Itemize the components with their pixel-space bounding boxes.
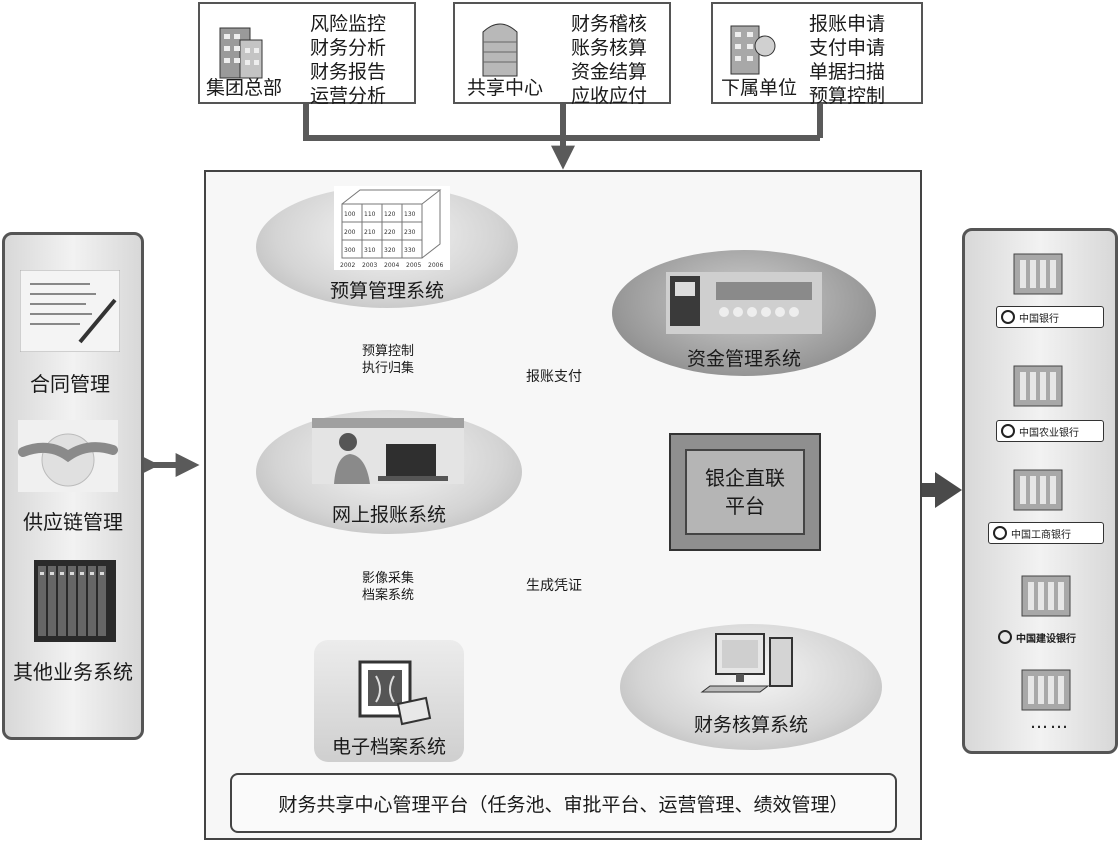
unit-function: 财务分析: [310, 37, 387, 59]
bank-building-icon: [1021, 669, 1071, 711]
unit-function: 风险监控: [310, 13, 387, 35]
payment-edge-label: 报账支付: [526, 369, 582, 385]
cube-value: 310: [364, 247, 376, 254]
cube-value: 210: [364, 229, 376, 236]
system-label: 合同管理: [30, 372, 110, 396]
unit-function: 账务核算: [571, 37, 648, 59]
connector-hq: [303, 104, 820, 141]
unit-headquarters: 集团总部 风险监控 财务分析 财务报告 运营分析: [198, 2, 416, 107]
bank-building-icon: [1021, 575, 1071, 617]
budget-link-label: 预算控制 执行归集: [356, 343, 420, 377]
bank-name-cn: 中国银行: [1019, 313, 1059, 325]
cube-value: 320: [384, 247, 396, 254]
bank-platform-line: 平台: [725, 494, 765, 518]
bank-building-icon: [1013, 253, 1063, 295]
bank-name-cn: 中国建设银行: [1016, 633, 1076, 645]
cube-value: 300: [344, 247, 356, 254]
reimbursement-system-label: 网上报账系统: [331, 504, 446, 526]
unit-function: 运营分析: [310, 85, 387, 107]
edge-label-line: 执行归集: [361, 361, 414, 376]
bank-logo: 中国银行: [996, 306, 1104, 328]
building-globe-icon: [730, 25, 776, 75]
office-worker-icon: [312, 418, 464, 484]
unit-shared-center: 共享中心 财务稽核 账务核算 资金结算 应收应付: [453, 2, 671, 107]
office-building-icon: [219, 27, 263, 79]
desktop-computer-icon: [700, 633, 793, 693]
unit-function: 支付申请: [809, 37, 886, 59]
cube-value: 110: [364, 211, 376, 218]
bank-building-icon: [1013, 469, 1063, 511]
unit-name: 共享中心: [467, 77, 544, 99]
image-link-label: 影像采集 档案系统: [356, 570, 420, 604]
cube-value: 2004: [384, 262, 399, 269]
bank-building-icon: [1013, 365, 1063, 407]
voucher-edge-label: 生成凭证: [526, 578, 582, 594]
bank-emblem-icon: [993, 526, 1007, 540]
cube-value: 2006: [428, 262, 443, 269]
bank-emblem-icon: [1001, 424, 1015, 438]
more-banks-ellipsis: ……: [1030, 712, 1070, 733]
cube-value: 2005: [406, 262, 421, 269]
funds-system-label: 资金管理系统: [686, 348, 801, 370]
payment-terminal-icon: [666, 272, 822, 334]
cube-value: 2002: [340, 262, 355, 269]
cube-value: 220: [384, 229, 396, 236]
bank-emblem-icon: [1001, 310, 1015, 324]
bank-logo: 中国工商银行: [988, 522, 1104, 544]
cube-value: 120: [384, 211, 396, 218]
budget-system-label: 预算管理系统: [329, 280, 444, 302]
unit-subsidiary: 下属单位 报账申请 支付申请 单据扫描 预算控制: [711, 2, 923, 107]
bank-logo: 中国建设银行: [994, 626, 1104, 648]
skyscraper-icon: [482, 23, 518, 77]
cube-value: 130: [404, 211, 416, 218]
cube-value: 200: [344, 229, 356, 236]
cube-value: 230: [404, 229, 416, 236]
server-rack-icon: [34, 560, 116, 642]
unit-function: 单据扫描: [809, 61, 886, 83]
system-label: 其他业务系统: [13, 660, 133, 684]
cube-value: 330: [404, 247, 416, 254]
unit-name: 集团总部: [206, 77, 283, 99]
bank-name-cn: 中国农业银行: [1019, 427, 1079, 439]
edge-label-line: 影像采集: [361, 571, 414, 586]
bank-connect-platform: 银企直联 平台: [669, 433, 821, 551]
unit-function: 资金结算: [571, 61, 648, 83]
accounting-system-label: 财务核算系统: [693, 714, 808, 736]
edge-label-line: 档案系统: [361, 588, 414, 603]
unit-function: 财务报告: [310, 61, 387, 83]
handshake-icon: [18, 420, 118, 492]
bank-platform-line: 银企直联: [705, 466, 785, 490]
archive-system-label: 电子档案系统: [331, 736, 446, 758]
budget-cube-icon: 100 110 120 130 200 210 220 230 300 310 …: [334, 186, 450, 270]
edge-label-line: 预算控制: [361, 344, 414, 359]
cube-value: 100: [344, 211, 356, 218]
unit-function: 应收应付: [571, 85, 648, 107]
management-platform-bar: 财务共享中心管理平台（任务池、审批平台、运营管理、绩效管理）: [230, 773, 897, 833]
unit-function: 财务稽核: [571, 13, 648, 35]
unit-name: 下属单位: [721, 77, 798, 99]
unit-function: 预算控制: [809, 85, 886, 107]
bank-emblem-icon: [998, 630, 1012, 644]
system-label: 供应链管理: [23, 510, 123, 534]
cube-value: 2003: [362, 262, 377, 269]
bank-name-cn: 中国工商银行: [1011, 529, 1071, 541]
unit-function: 报账申请: [809, 13, 886, 35]
bank-logo: 中国农业银行: [996, 420, 1104, 442]
xray-archive-icon: [358, 660, 432, 726]
contract-document-icon: [20, 270, 120, 352]
